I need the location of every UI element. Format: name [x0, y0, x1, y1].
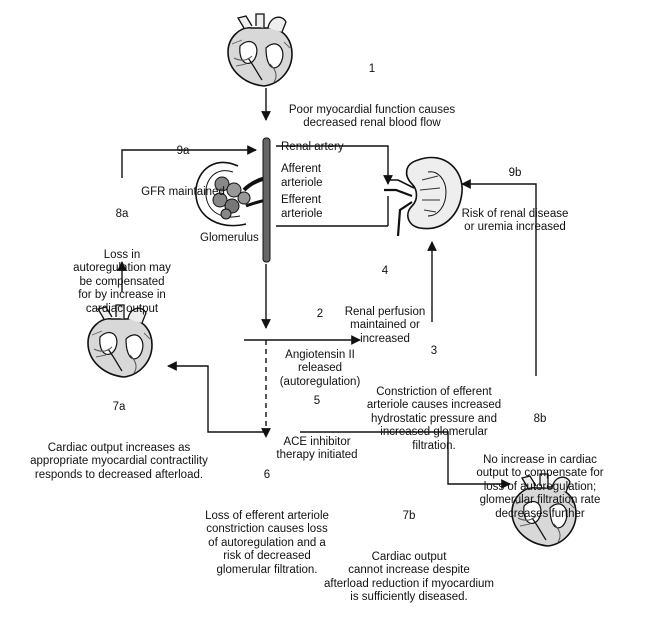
step-7b-label: 7b Cardiac output cannot increase despit… [314, 483, 504, 618]
step-8b-text: No increase in cardiac output to compens… [476, 453, 604, 520]
step-9a-text: GFR maintained [141, 185, 225, 198]
step-7a-text: Cardiac output increases as appropriate … [30, 441, 208, 481]
step-1-label: 1 Poor myocardial function causes decrea… [272, 36, 472, 144]
step-4-label: 4 Renal perfusion maintained or increase… [335, 238, 435, 360]
step-7b-number: 7b [402, 510, 416, 522]
step-9a-number: 9a [176, 145, 190, 157]
step-9b-label: 9b Risk of renal disease or uremia incre… [440, 140, 590, 248]
step-4-text: Renal perfusion maintained or increased [344, 305, 426, 345]
step-9b-number: 9b [508, 167, 522, 179]
step-2-label: 2 Angiotensin II released (autoregulatio… [270, 281, 370, 403]
step-1-number: 1 [368, 63, 376, 75]
step-3-label: 3 Constriction of efferent arteriole cau… [364, 318, 504, 467]
step-1-text: Poor myocardial function causes decrease… [288, 103, 456, 130]
glomerulus-label: Glomerulus [200, 232, 259, 244]
step-3-number: 3 [430, 345, 438, 357]
afferent-arteriole-label: Afferent arteriole [281, 163, 323, 189]
step-4-number: 4 [381, 265, 389, 277]
step-3-text: Constriction of efferent arteriole cause… [366, 385, 502, 452]
step-7a-label: 7a Cardiac output increases as appropria… [14, 374, 224, 496]
step-9b-text: Risk of renal disease or uremia increase… [461, 207, 569, 234]
step-5-text: ACE inhibitor therapy initiated [276, 435, 358, 462]
renal-artery-vessel [262, 137, 271, 263]
step-9a-label: 9a GFR maintained [128, 118, 238, 213]
step-8b-number: 8b [533, 413, 547, 425]
renal-artery-label: Renal artery [281, 141, 344, 153]
step-8a-label: 8a Loss in autoregulation may be compens… [62, 181, 182, 330]
step-6-number: 6 [263, 469, 271, 481]
step-8a-number: 8a [115, 208, 129, 220]
diagram-canvas [87, 13, 577, 547]
efferent-arteriole-label: Efferent arteriole [281, 194, 323, 220]
step-2-text: Angiotensin II released (autoregulation) [279, 348, 361, 388]
step-7b-text: Cardiac output cannot increase despite a… [323, 550, 495, 604]
step-8a-text: Loss in autoregulation may be compensate… [73, 248, 171, 315]
step-7a-number: 7a [112, 401, 126, 413]
step-5-number: 5 [313, 395, 321, 407]
step-8b-label: 8b No increase in cardiac output to comp… [460, 386, 620, 535]
step-5-label: 5 ACE inhibitor therapy initiated [262, 368, 372, 476]
step-2-number: 2 [316, 308, 324, 320]
